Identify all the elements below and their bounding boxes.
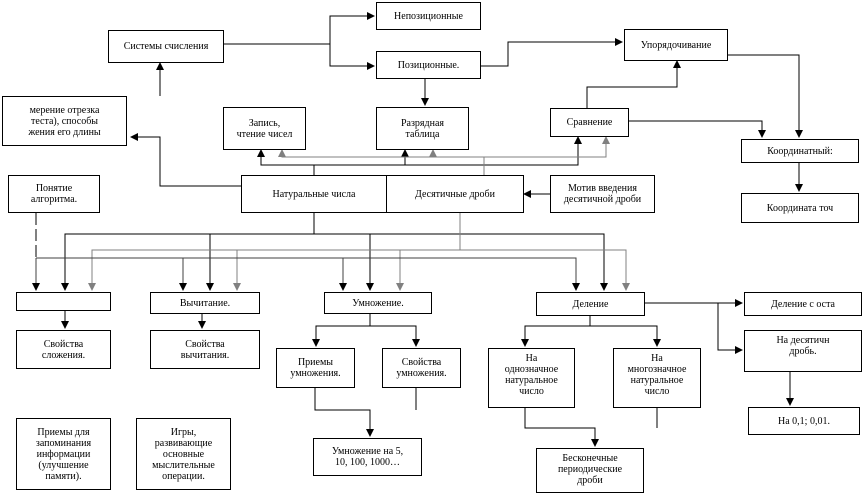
connector-gray	[484, 136, 610, 158]
connector	[329, 44, 375, 70]
coordinate-node: Координатный:	[741, 139, 859, 163]
mul-10-node: Умножение на 5, 10, 100, 1000…	[313, 438, 422, 476]
add-props-node: Свойства сложения.	[16, 330, 111, 369]
multiplication-node: Умножение.	[324, 292, 432, 314]
div-decimal-node: На десятичн дробь.	[744, 330, 862, 372]
connector	[312, 314, 371, 347]
systems-node: Системы счисления	[108, 30, 224, 63]
ordering-node: Упорядочивание	[624, 29, 728, 61]
connector-gray	[278, 149, 485, 175]
decimal-fractions-node: Десятичные дроби	[386, 175, 524, 213]
segment-node: мерение отрезка теста), способы жения ег…	[2, 96, 127, 146]
connector	[370, 325, 420, 347]
connector-gray	[88, 213, 461, 291]
connector	[405, 136, 582, 166]
digit-table-node: Разрядная таблица	[376, 107, 469, 150]
sub-props-node: Свойства вычитания.	[150, 330, 260, 369]
mul-props-node: Свойства умножения.	[382, 348, 461, 388]
algorithm-node: Понятие алгоритма.	[8, 175, 100, 213]
div-multi-node: На многозначное натуральное число	[613, 348, 701, 408]
reading-node: Запись, чтение чисел	[223, 107, 306, 150]
connector	[524, 408, 599, 447]
connector	[314, 233, 374, 291]
comparison-node: Сравнение	[550, 108, 629, 137]
motive-node: Мотив введения десятичной дроби	[550, 175, 655, 213]
div-001-node: На 0,1; 0,01.	[748, 407, 860, 435]
connector-dark	[343, 257, 580, 291]
periodic-node: Бесконечные периодические дроби	[536, 448, 644, 493]
subtraction-node: Вычитание.	[150, 292, 260, 314]
connector	[590, 325, 661, 347]
connector	[717, 303, 743, 354]
connector	[586, 60, 681, 108]
connector	[314, 388, 374, 437]
connector	[257, 149, 315, 175]
connector	[728, 54, 803, 138]
connector	[130, 133, 241, 187]
mul-methods-node: Приемы умножения.	[276, 348, 355, 388]
memory-node: Приемы для запоминания информации (улучш…	[16, 418, 111, 490]
div-single-node: На однозначное натуральное число	[488, 348, 575, 408]
div-remainder-node: Деление с оста	[744, 292, 862, 316]
connector	[370, 233, 608, 291]
connector	[481, 38, 623, 67]
nonpositional-node: Непозиционные	[376, 2, 481, 30]
positional-node: Позиционные.	[376, 51, 481, 79]
addition-node: Сложение	[16, 292, 111, 311]
connector	[61, 213, 315, 291]
connector	[629, 120, 766, 138]
connector-gray	[460, 249, 630, 291]
natural-numbers-node: Натуральные числа	[241, 175, 387, 213]
division-node: Деление	[536, 292, 645, 316]
connector	[224, 12, 375, 45]
connector	[521, 316, 591, 347]
coord-point-node: Координата точ	[741, 193, 859, 223]
games-node: Игры, развивающие основные мыслительные …	[136, 418, 231, 490]
